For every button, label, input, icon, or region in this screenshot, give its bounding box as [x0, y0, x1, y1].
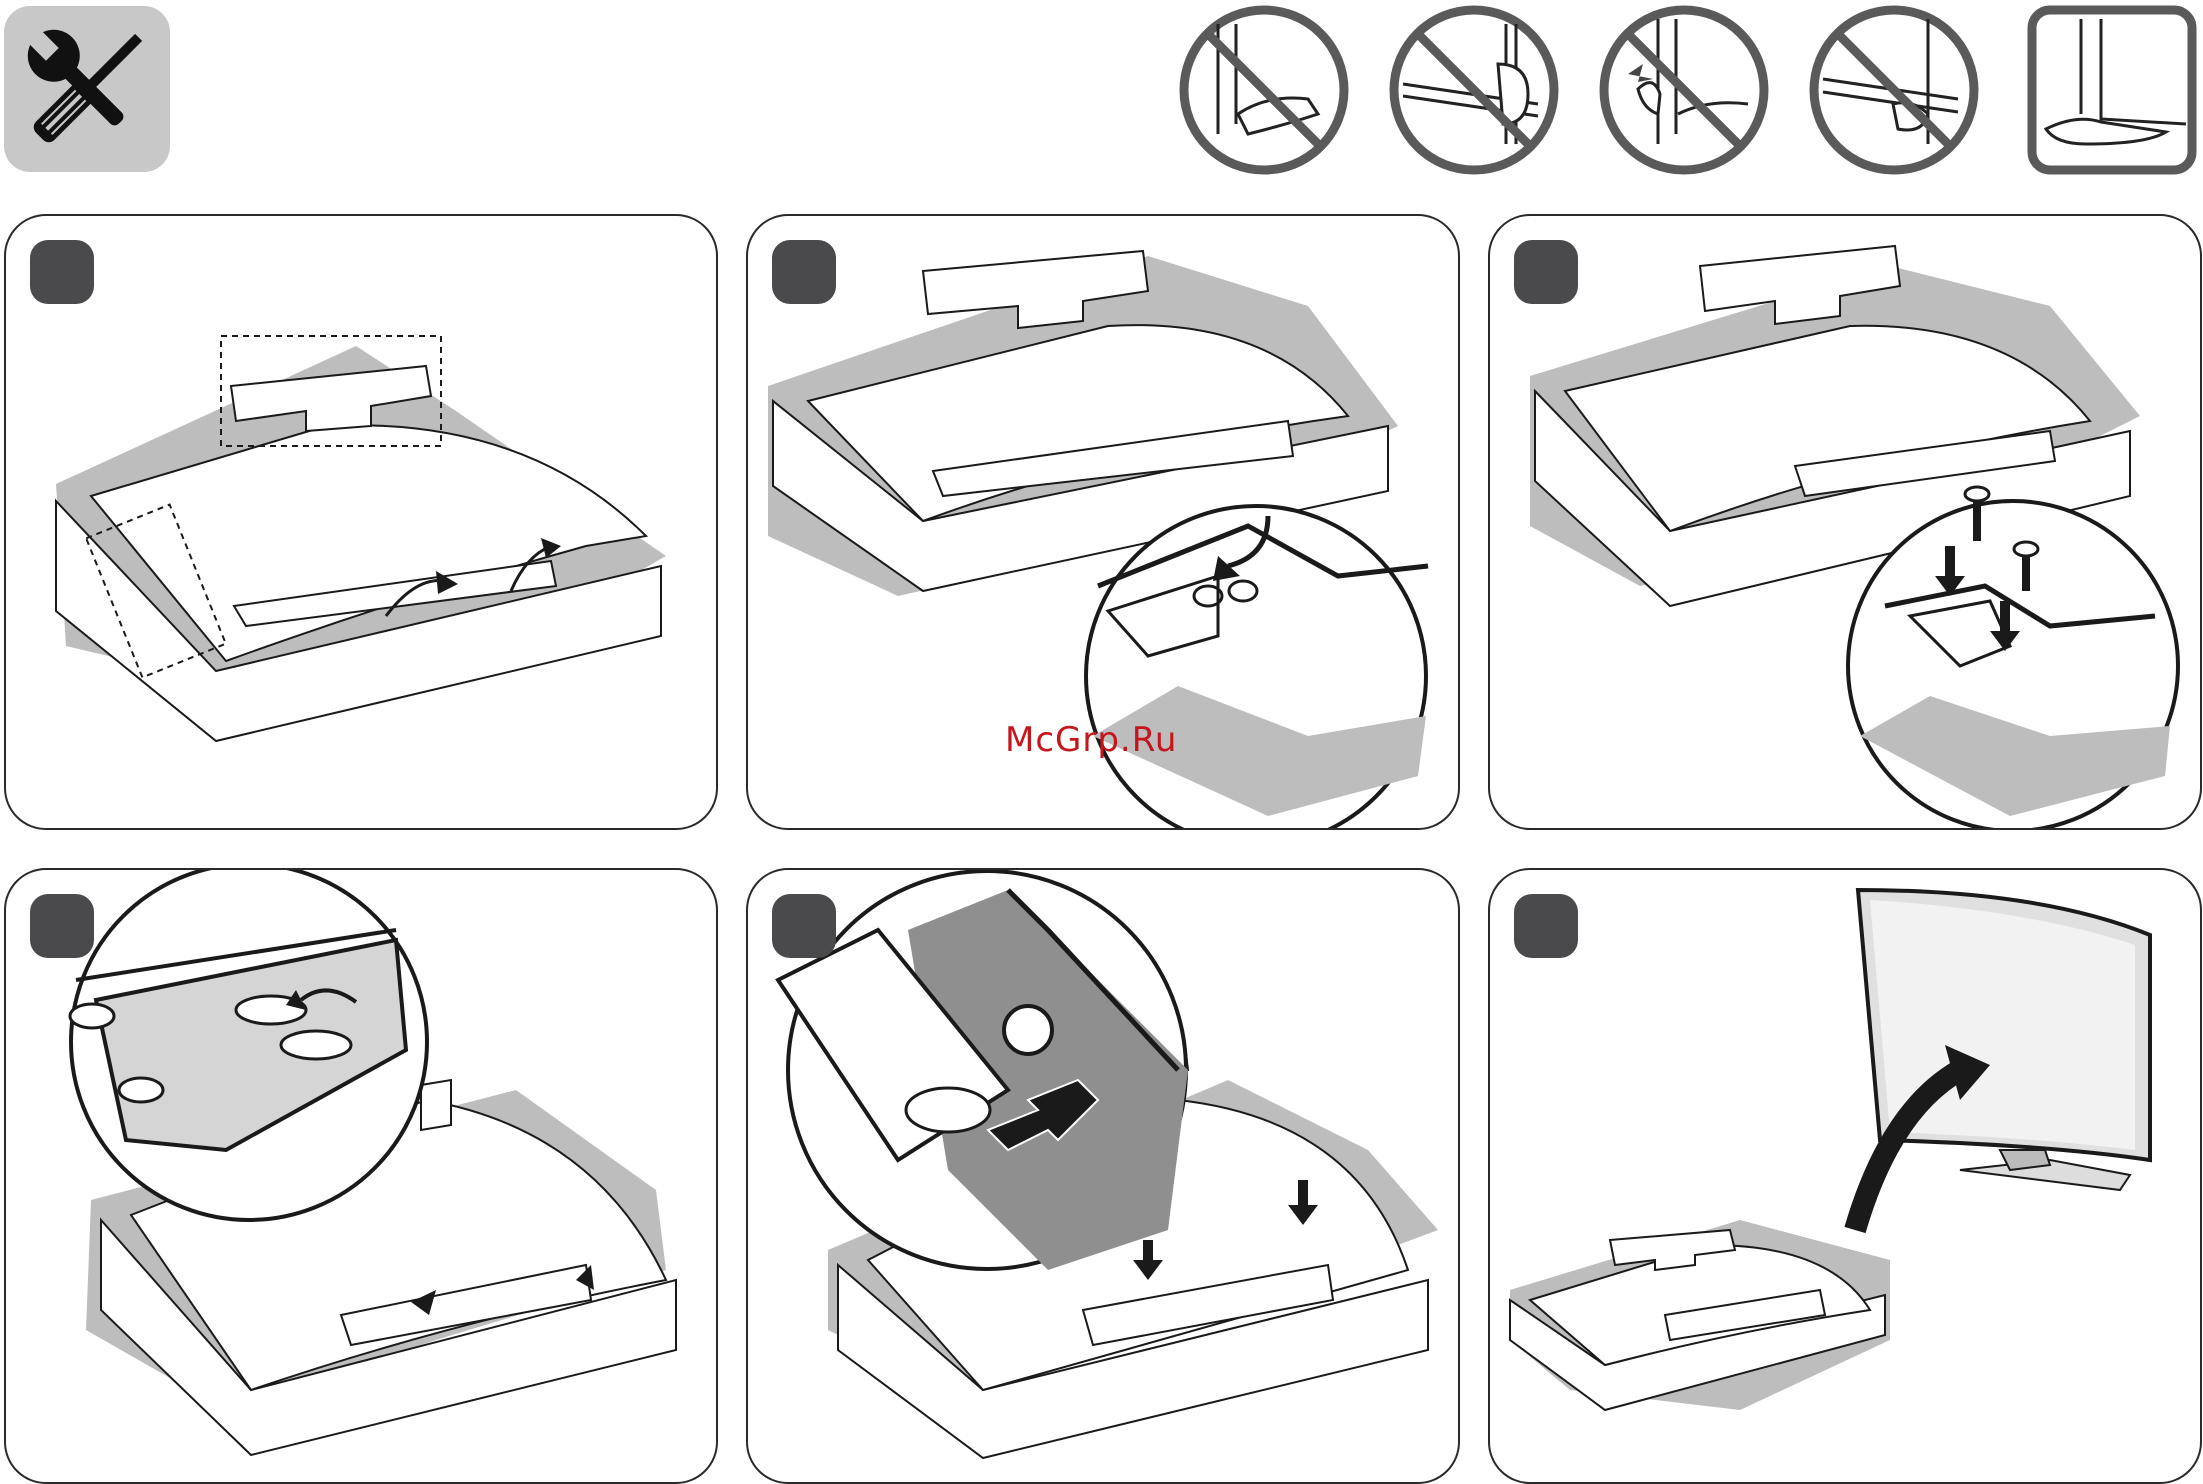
no-press-screen-icon — [1598, 4, 1770, 176]
step-badge-1 — [30, 240, 94, 304]
step-badge-5 — [772, 894, 836, 958]
step-badge-3 — [1514, 240, 1578, 304]
step-4-panel — [4, 868, 718, 1484]
step-badge-2 — [772, 240, 836, 304]
step-6-panel — [1488, 868, 2202, 1484]
screwdriver-wrench-icon — [4, 6, 170, 172]
tools-badge — [4, 6, 170, 172]
step-badge-4 — [30, 894, 94, 958]
correct-support-hand-icon — [2026, 4, 2198, 176]
no-grip-top-edge-icon — [1178, 4, 1350, 176]
step-badge-6 — [1514, 894, 1578, 958]
watermark: McGrp.Ru — [1005, 720, 1177, 760]
step-1-panel — [4, 214, 718, 830]
no-grip-side-edge-icon — [1388, 4, 1560, 176]
no-grip-bottom-edge-icon — [1808, 4, 1980, 176]
step-3-panel — [1488, 214, 2202, 830]
step-5-panel — [746, 868, 1460, 1484]
